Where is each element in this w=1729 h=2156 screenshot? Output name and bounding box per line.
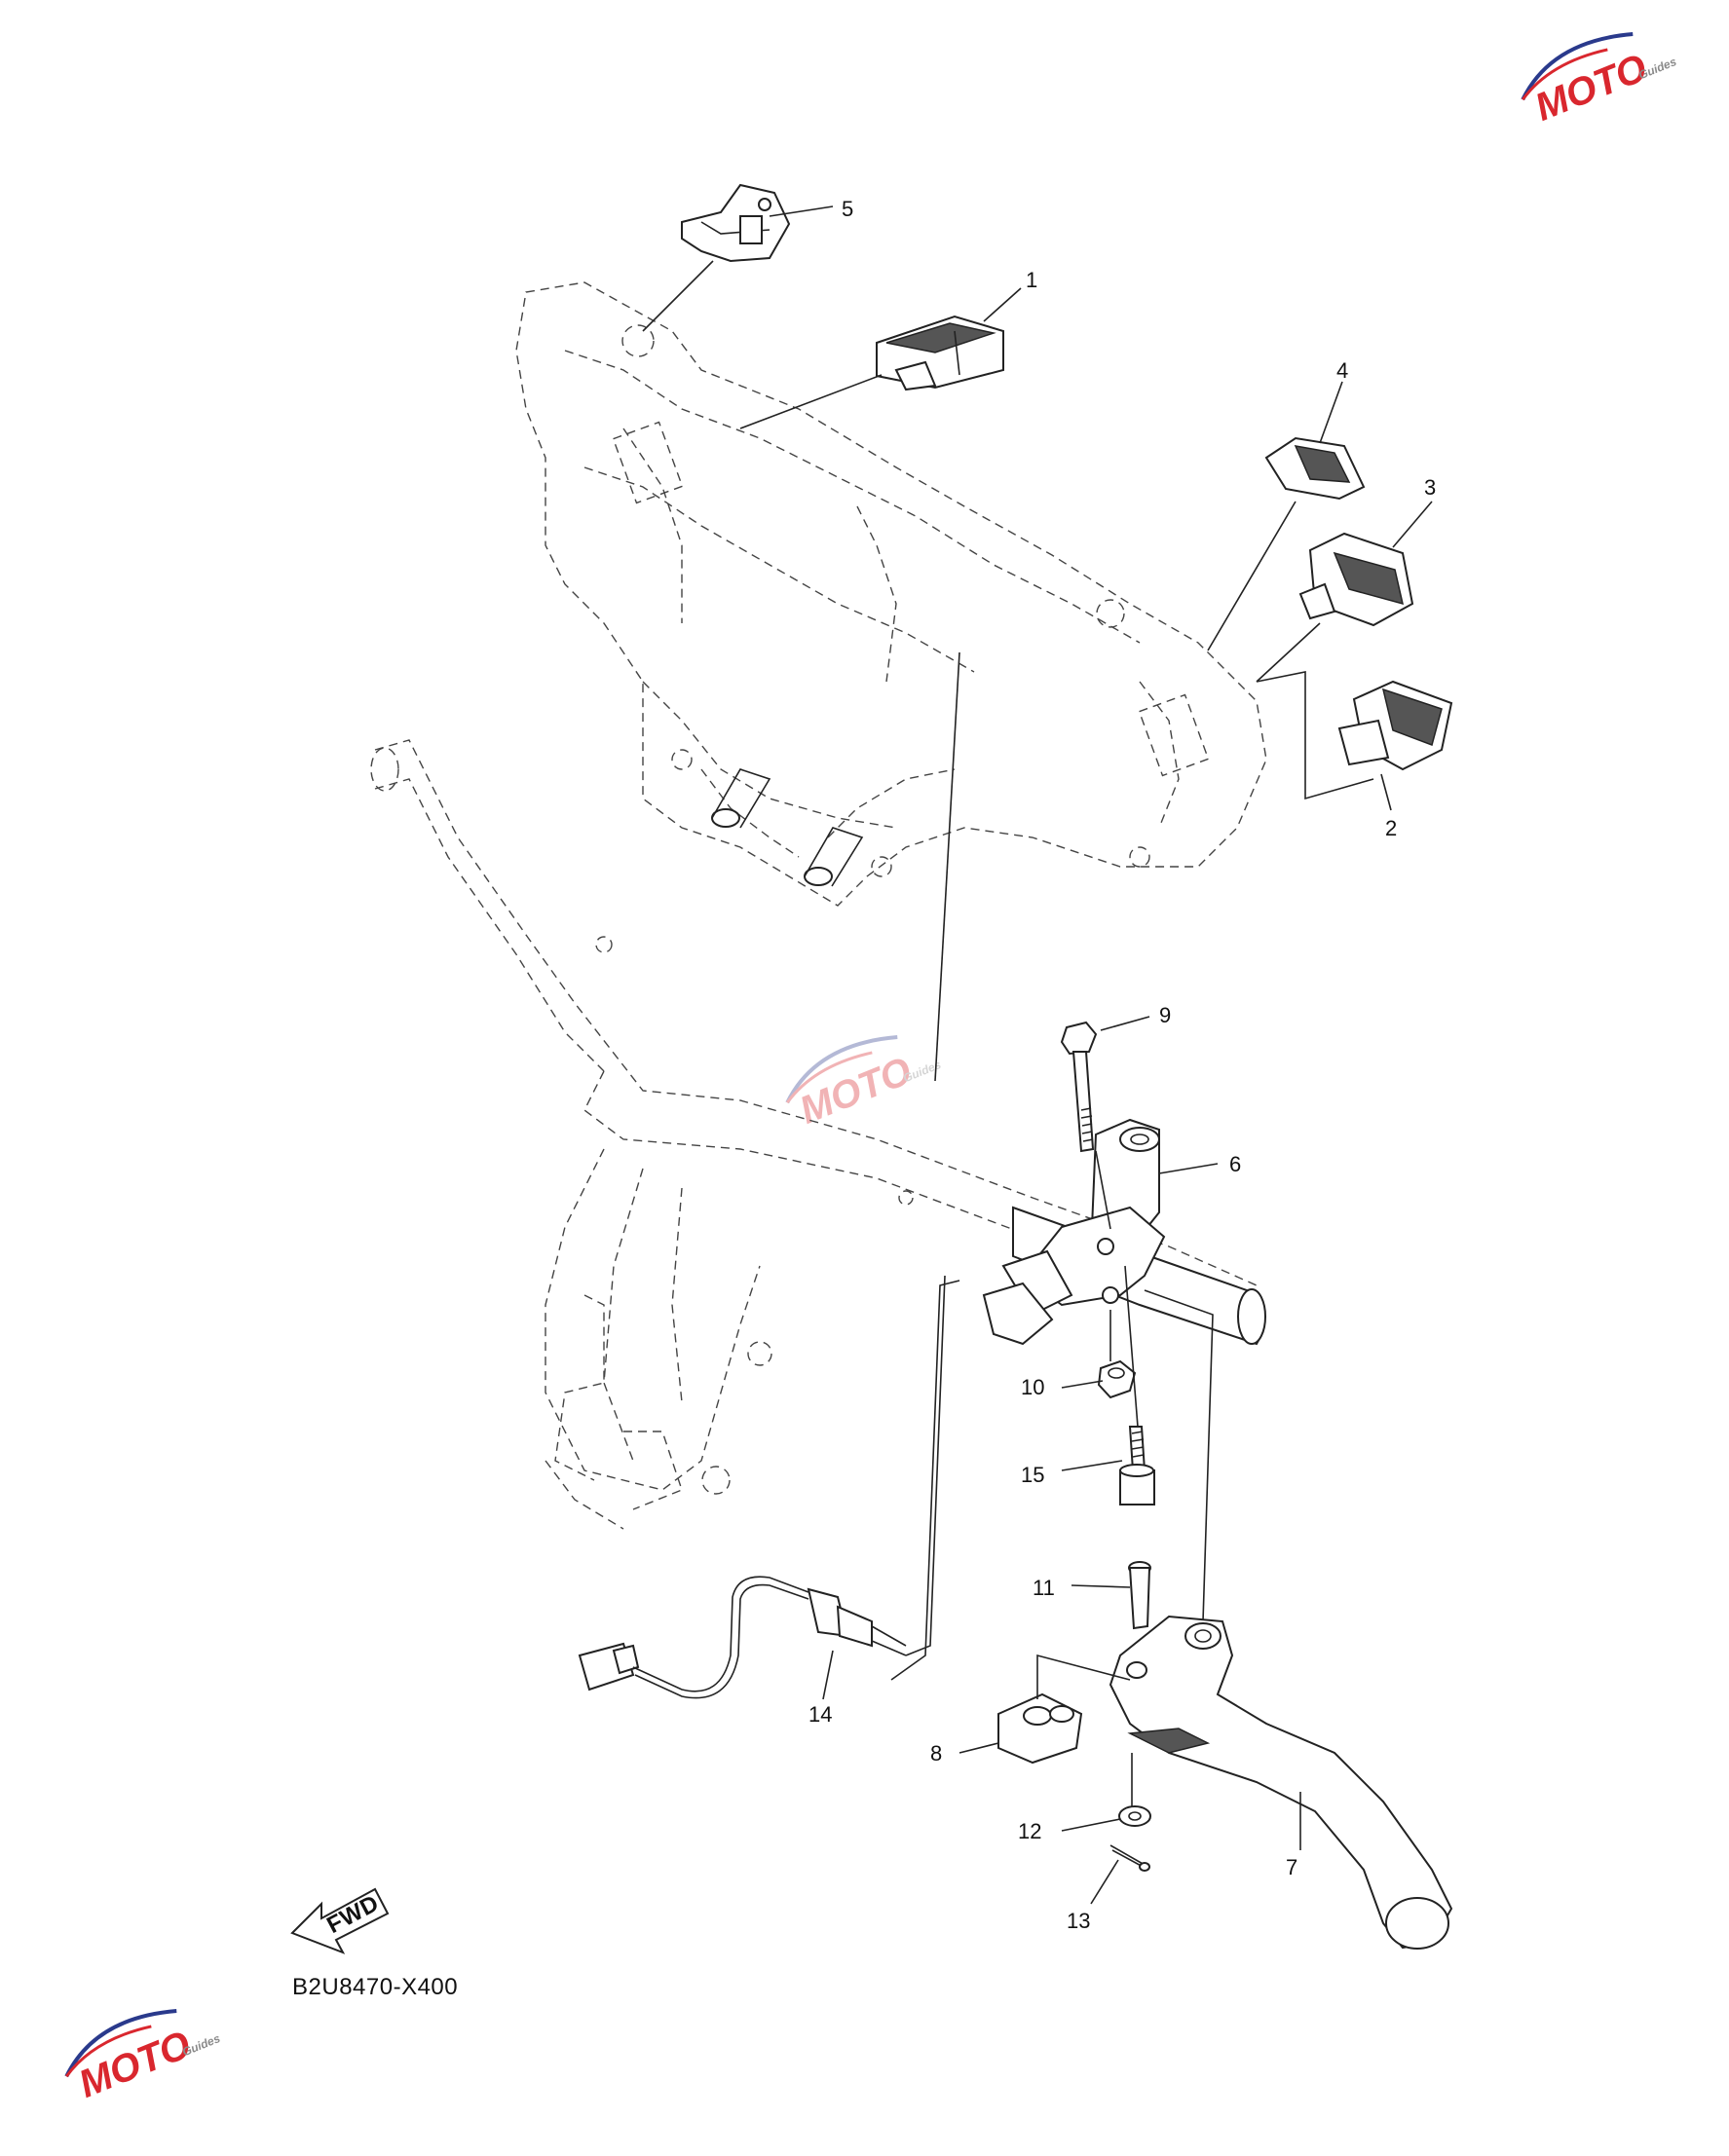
part-5-connector <box>681 183 791 263</box>
grommet <box>804 827 864 887</box>
part-10-nut <box>1097 1359 1137 1399</box>
watermark-logo-subtext: Guides <box>180 2031 222 2059</box>
callout-3: 3 <box>1424 475 1436 500</box>
callout-2: 2 <box>1385 816 1397 840</box>
part-3-switch <box>1298 532 1414 627</box>
callout-6: 6 <box>1229 1152 1241 1176</box>
part-8-clip <box>997 1692 1083 1765</box>
leader-line <box>1090 1859 1119 1905</box>
leader-line <box>1207 501 1297 651</box>
callout-9: 9 <box>1159 1003 1171 1027</box>
leader-line <box>822 1650 834 1700</box>
leader-line <box>739 374 883 429</box>
part-12-washer <box>1118 1805 1151 1827</box>
callout-14: 14 <box>808 1702 832 1727</box>
watermark-logo-subtext: Guides <box>1636 55 1678 82</box>
part-2-switch <box>1337 680 1453 771</box>
leader-line <box>1144 1289 1214 1622</box>
callout-12: 12 <box>1018 1819 1041 1843</box>
part-4-switch <box>1264 436 1366 501</box>
fwd-arrow-icon: FWD <box>290 1887 390 1954</box>
drawing-code: B2U8470-X400 <box>292 1974 458 2000</box>
callout-15: 15 <box>1021 1463 1044 1487</box>
callout-13: 13 <box>1067 1909 1090 1933</box>
part-13-cotter-pin <box>1109 1844 1150 1872</box>
leader-line <box>1124 1265 1139 1428</box>
leader-line <box>1256 622 1321 683</box>
leader-line <box>1392 501 1433 548</box>
leader-line <box>890 1280 960 1681</box>
watermark-logo-text: MOTO <box>73 2023 197 2105</box>
part-9-bolt <box>1060 1021 1098 1153</box>
leader-line <box>1036 1654 1131 1699</box>
leader-line <box>1100 1016 1150 1031</box>
leader-line <box>1095 1150 1111 1230</box>
callout-7: 7 <box>1286 1855 1297 1879</box>
leader-line <box>934 651 960 1082</box>
leader-line <box>1071 1584 1131 1588</box>
leader-line <box>1061 1380 1104 1389</box>
callout-4: 4 <box>1336 358 1348 383</box>
leader-line <box>1158 1163 1219 1174</box>
leader-line <box>1256 671 1374 800</box>
part-14-stop-switch <box>578 1576 907 1699</box>
leader-line <box>1061 1460 1123 1471</box>
grommet <box>711 768 771 829</box>
handlebar-cover-outline <box>515 281 1267 907</box>
part-11-pivot-bolt <box>1128 1561 1151 1630</box>
leader-line <box>769 205 834 217</box>
leader-line <box>1061 1818 1121 1832</box>
part-1-switch <box>876 315 1004 391</box>
callout-11: 11 <box>1033 1576 1055 1600</box>
watermark-logo-text: MOTO <box>1529 46 1653 129</box>
part-6-lever-holder <box>982 1118 1166 1346</box>
leader-line <box>905 1275 946 1656</box>
callout-1: 1 <box>1026 268 1037 292</box>
part-15-bolt <box>1119 1426 1155 1505</box>
callout-5: 5 <box>842 197 853 221</box>
leader-line <box>642 260 714 332</box>
callout-10: 10 <box>1021 1375 1044 1399</box>
leader-line <box>1380 773 1392 811</box>
watermark-logo-text: MOTO <box>794 1049 918 1132</box>
watermark-top-right: MOTO Guides <box>1521 32 1678 130</box>
part-7-brake-lever <box>1109 1615 1453 1950</box>
leader-line <box>958 1742 999 1754</box>
callout-8: 8 <box>930 1741 942 1766</box>
watermark-bottom-left: MOTO Guides <box>64 2009 222 2106</box>
leader-line <box>1319 381 1343 444</box>
leader-line <box>983 287 1022 322</box>
